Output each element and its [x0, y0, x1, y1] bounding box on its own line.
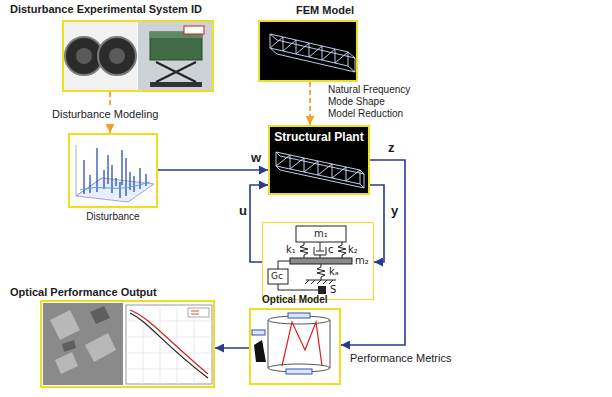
- signal-arrow: [370, 185, 384, 262]
- signal-arrow: [250, 185, 268, 262]
- signal-label: y: [389, 203, 400, 219]
- panel-background: [262, 222, 374, 300]
- photo-panel: Disturbance Experimental System ID: [62, 20, 214, 92]
- damper-label: c: [328, 244, 334, 256]
- connectors: [110, 82, 405, 348]
- signal-label: z: [386, 140, 397, 156]
- image-shadows: [62, 306, 110, 352]
- spring-symbol: [317, 264, 325, 280]
- image-sample: [43, 303, 123, 385]
- mass-spring-illustration: [262, 222, 374, 300]
- spectrum-ridge: [80, 182, 150, 190]
- optical-output-panel: Optical Performance Output: [40, 300, 215, 388]
- fem-panel: FEM Model: [258, 20, 358, 82]
- plot-curve: [130, 310, 208, 374]
- spring-label: kₐ: [329, 266, 339, 278]
- optical-illustration: [252, 313, 330, 374]
- mass-label: m₁: [314, 228, 328, 240]
- test-rig: [150, 32, 202, 60]
- signal-arrow: [341, 160, 405, 345]
- rig-tag: [184, 26, 204, 34]
- controller-label: Gc: [271, 271, 283, 282]
- light-path: [282, 322, 322, 366]
- signal-label: Disturbance Modeling: [50, 108, 160, 121]
- disturbance-plot-panel: Disturbance: [68, 133, 158, 208]
- plot-grid: [126, 305, 212, 384]
- annotation: Mode Shape: [328, 96, 385, 108]
- wheel-hub: [109, 48, 125, 64]
- plant-block: Structural Plant: [268, 125, 370, 195]
- spring-symbol: [300, 242, 308, 258]
- detector-symbol: [252, 330, 265, 335]
- panel-heading: FEM Model: [296, 4, 354, 17]
- truss-wireframe: [276, 152, 364, 188]
- mass-plate: [290, 258, 352, 264]
- plant-illustration: [268, 125, 368, 195]
- annotation: Model Reduction: [328, 108, 403, 120]
- telescope-symbol: [254, 340, 266, 362]
- controller-panel: m₁ k₁ c k₂m₂ kₐ GcS: [262, 222, 374, 300]
- panel-heading: Optical Model: [262, 294, 328, 306]
- signal-label: w: [249, 150, 263, 166]
- fem-background: [258, 20, 358, 82]
- wheel-hub: [76, 48, 92, 64]
- lab-background: [138, 22, 212, 90]
- lift-table: [156, 62, 196, 82]
- reaction-wheel: [98, 37, 136, 75]
- plant-background: [268, 125, 368, 195]
- control-wire: [278, 261, 318, 290]
- sensor-symbol: [318, 286, 326, 294]
- plot-curve: [130, 313, 208, 378]
- photo-illustration: [64, 22, 212, 90]
- mass-label: m₂: [355, 255, 369, 267]
- table-base: [150, 82, 202, 87]
- mirror-symbol: [288, 313, 310, 318]
- signal-arrow: [158, 169, 268, 171]
- flow-label: Performance Metrics: [350, 352, 451, 365]
- plot-legend-line: [191, 311, 199, 314]
- damper-symbol: [314, 242, 326, 258]
- mass-block: [296, 226, 346, 242]
- signal-label: u: [237, 203, 249, 219]
- ground-symbol: [305, 280, 336, 284]
- optical-model-panel: Optical Model: [249, 308, 341, 385]
- truss-wireframe: [270, 34, 355, 72]
- plot-legend-box: [188, 308, 209, 317]
- output-illustration: [43, 303, 212, 385]
- dashed-arrow: [309, 82, 311, 125]
- controller-block: [268, 269, 288, 284]
- panel-heading: Optical Performance Output: [10, 286, 157, 299]
- mirror-symbol: [286, 369, 312, 374]
- panel-caption: Disturbance: [86, 211, 139, 223]
- spring-label: k₂: [348, 244, 358, 256]
- spring-label: k₁: [286, 244, 296, 256]
- tube-wall: [268, 320, 330, 368]
- block-title: Structural Plant: [274, 130, 363, 144]
- mtf-plot: [126, 305, 212, 384]
- sensor-label: S: [330, 284, 336, 296]
- spectrum-peaks: [84, 148, 146, 198]
- signal-arrow: [215, 347, 249, 349]
- annotation: Natural Frequency: [328, 84, 410, 96]
- plot-floor: [76, 178, 154, 202]
- spring-symbol: [338, 242, 346, 258]
- waterfall-plot: [76, 145, 154, 202]
- photo-background: [64, 22, 137, 90]
- fem-illustration: [258, 20, 358, 82]
- panel-heading: Disturbance Experimental System ID: [10, 3, 202, 16]
